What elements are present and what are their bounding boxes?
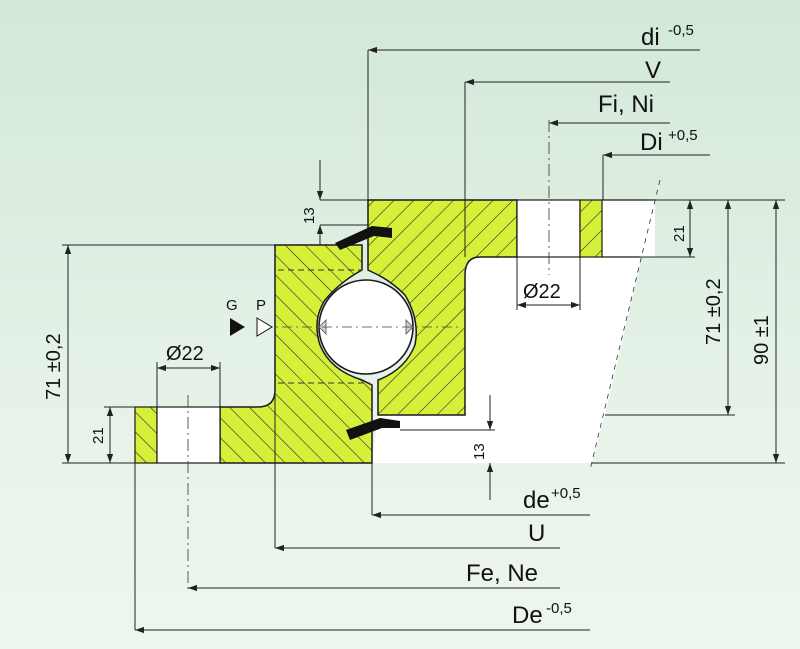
dim-right-21: 21: [671, 225, 688, 242]
marker-G: G: [226, 297, 238, 314]
label-de-tol: +0,5: [551, 485, 581, 502]
dim-bottom-13: 13: [471, 443, 488, 460]
ball: [262, 279, 460, 375]
dim-top-13: 13: [301, 207, 318, 224]
label-di-tol: -0,5: [668, 22, 694, 39]
bottom-dimensions: [134, 390, 590, 634]
top-seal: [335, 226, 392, 250]
bottom-seal: [346, 418, 400, 440]
lubrication-marker: [230, 317, 273, 337]
label-Di: Di: [640, 129, 663, 156]
outer-bolt-hole: [156, 406, 221, 464]
label-V: V: [645, 57, 661, 84]
dim-hole-right: Ø22: [523, 281, 561, 303]
outer-ring: [134, 244, 373, 464]
right-hole-dimension: [516, 257, 581, 310]
top-dimensions: [367, 46, 710, 257]
label-de: de: [523, 487, 550, 514]
label-De: De: [512, 602, 543, 629]
label-fe-ne: Fe, Ne: [466, 560, 538, 587]
dim-left-small: 21: [90, 427, 107, 444]
dim-left-height: 71 ±0,2: [43, 333, 65, 400]
label-U: U: [528, 520, 545, 547]
top-13-dimension: [316, 160, 368, 245]
dim-right-71: 71 ±0,2: [703, 278, 725, 345]
label-De-tol: -0,5: [546, 600, 572, 617]
inner-bolt-hole: [516, 199, 581, 258]
label-di: di: [641, 24, 660, 51]
label-fi-ni: Fi, Ni: [598, 91, 654, 118]
right-dimensions: [592, 199, 785, 464]
left-dimensions: [62, 244, 275, 464]
label-Di-tol: +0,5: [668, 127, 698, 144]
dim-right-90: 90 ±1: [751, 315, 773, 365]
marker-P: P: [256, 297, 266, 314]
inner-ring: [367, 199, 655, 416]
bottom-13-dimension: [400, 395, 495, 500]
dim-hole-left: Ø22: [166, 343, 204, 365]
